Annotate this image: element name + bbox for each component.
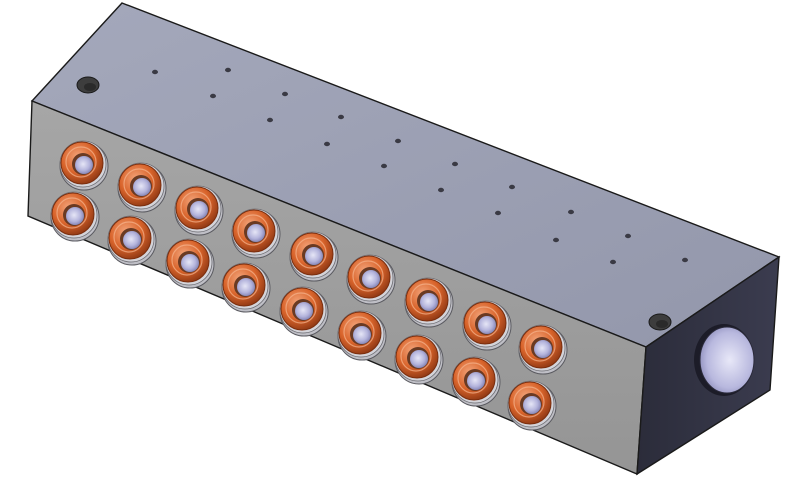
- top-hole: [438, 187, 444, 193]
- fitting-lower: [279, 286, 329, 337]
- fitting-upper: [59, 140, 109, 191]
- fitting-upper: [174, 185, 224, 236]
- top-hole: [509, 184, 515, 190]
- fitting-upper: [346, 254, 396, 305]
- top-hole: [338, 114, 344, 120]
- top-face-holes: [152, 67, 688, 265]
- fitting-upper: [518, 324, 568, 375]
- fitting-lower: [507, 380, 557, 431]
- top-hole: [610, 259, 616, 265]
- fitting-upper: [231, 208, 281, 259]
- top-hole: [381, 163, 387, 169]
- fitting-lower: [337, 310, 387, 361]
- fitting-upper: [289, 231, 339, 282]
- top-hole: [625, 233, 631, 239]
- fitting-lower: [221, 262, 271, 313]
- top-hole: [553, 237, 559, 243]
- fitting-lower: [107, 215, 157, 266]
- fitting-lower: [50, 191, 100, 242]
- push-in-fittings: [50, 140, 568, 431]
- mounting-hole-right: [648, 313, 672, 331]
- fitting-upper: [117, 162, 167, 213]
- top-hole: [225, 67, 231, 73]
- fitting-lower: [451, 356, 501, 407]
- top-hole: [267, 117, 273, 123]
- fitting-lower: [394, 334, 444, 385]
- top-hole: [210, 93, 216, 99]
- top-hole: [568, 209, 574, 215]
- top-hole: [282, 91, 288, 97]
- top-hole: [395, 138, 401, 144]
- top-hole: [152, 69, 158, 75]
- top-hole: [324, 141, 330, 147]
- top-hole: [682, 257, 688, 263]
- fitting-lower: [165, 238, 215, 289]
- fitting-upper: [462, 300, 512, 351]
- mounting-hole-left: [76, 76, 100, 94]
- fitting-upper: [404, 277, 454, 328]
- end-port: [694, 324, 755, 396]
- top-hole: [452, 161, 458, 167]
- top-hole: [495, 210, 501, 216]
